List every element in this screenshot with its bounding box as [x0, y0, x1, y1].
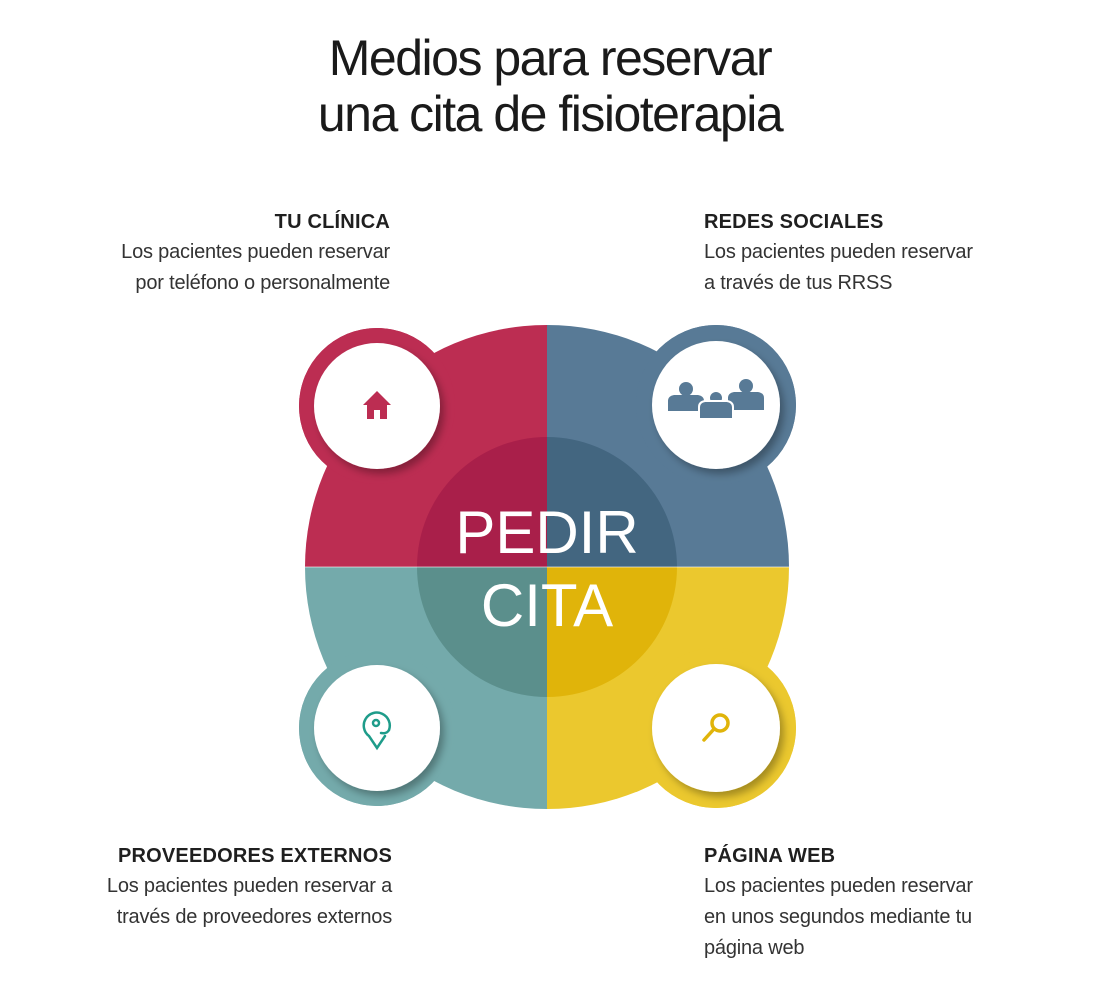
section-heading: PROVEEDORES EXTERNOS — [117, 845, 392, 867]
section-redes-sociales: REDES SOCIALES Los pacientes pueden rese… — [704, 207, 1064, 299]
section-desc-line: Los pacientes pueden reservar — [704, 875, 973, 897]
section-pagina-web: PÁGINA WEB Los pacientes pueden reservar… — [704, 841, 1064, 964]
section-desc-line: página web — [704, 937, 805, 959]
title-line-2: una cita de fisioterapia — [317, 86, 784, 142]
location-pin-icon — [362, 711, 391, 751]
section-desc-line: Los pacientes pueden reservar — [121, 241, 390, 263]
section-proveedores-externos: PROVEEDORES EXTERNOS Los pacientes puede… — [32, 841, 392, 933]
search-icon — [702, 713, 730, 742]
people-group-icon — [668, 379, 764, 420]
icon-circle — [314, 665, 440, 791]
section-heading: TU CLÍNICA — [274, 211, 390, 233]
center-label-line-2: CITA — [480, 572, 614, 639]
section-desc-line: a través de tus RRSS — [704, 272, 893, 294]
section-desc-line: Los pacientes pueden reservar a — [106, 875, 392, 897]
section-desc-line: través de proveedores externos — [116, 906, 392, 928]
section-heading: PÁGINA WEB — [704, 845, 836, 867]
center-label-line-1: PEDIR — [455, 499, 639, 566]
section-heading: REDES SOCIALES — [704, 211, 884, 233]
section-tu-clinica: TU CLÍNICA Los pacientes pueden reservar… — [30, 207, 390, 299]
title-line-1: Medios para reservar — [328, 30, 773, 86]
section-desc-line: en unos segundos mediante tu — [704, 906, 972, 928]
home-icon — [363, 391, 391, 419]
section-desc-line: por teléfono o personalmente — [135, 272, 390, 294]
section-desc-line: Los pacientes pueden reservar — [704, 241, 973, 263]
